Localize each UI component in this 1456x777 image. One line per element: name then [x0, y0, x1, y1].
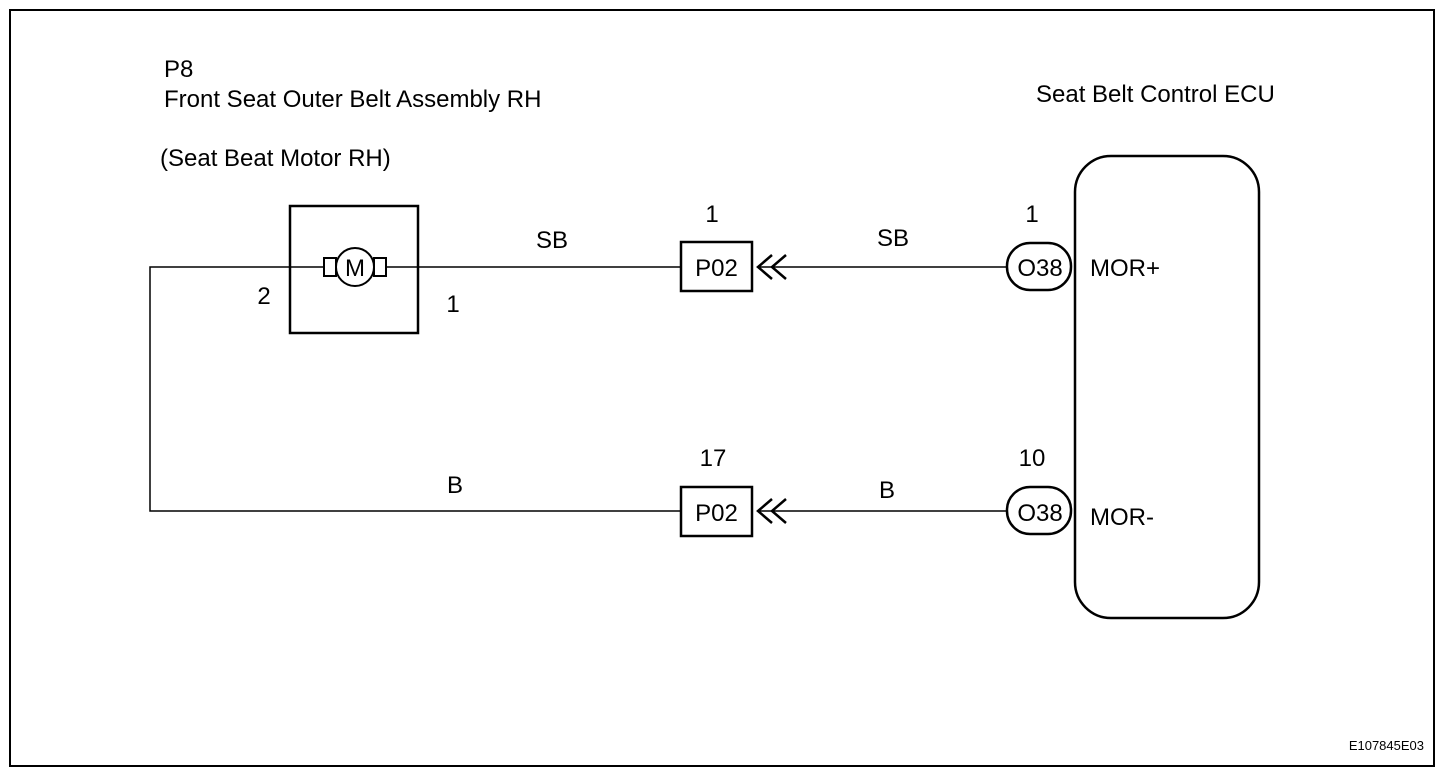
- figure-code: E107845E03: [1349, 738, 1424, 753]
- wire-color-top-right: SB: [877, 225, 909, 252]
- ecu-terminal-top: MOR+: [1090, 255, 1160, 282]
- component-pin-left: 2: [257, 283, 270, 310]
- junction-chevron-top-icon: [756, 254, 787, 280]
- motor-brush-right: [373, 257, 387, 277]
- ecu-connector-bottom: [1005, 485, 1073, 536]
- ecu-connector-top: [1005, 241, 1073, 292]
- component-name: Front Seat Outer Belt Assembly RH: [164, 86, 541, 113]
- wire-color-bottom-right: B: [879, 477, 895, 504]
- motor-icon: [335, 247, 375, 287]
- component-pin-right: 1: [446, 291, 459, 318]
- ecu-body: [1073, 154, 1261, 620]
- junction-pin-top: 1: [705, 201, 718, 228]
- junction-chevron-bottom-icon: [756, 498, 787, 524]
- junction-connector-top: [679, 240, 754, 293]
- wire-b-left: [149, 266, 680, 512]
- motor-brush-left: [323, 257, 337, 277]
- component-id: P8: [164, 56, 193, 83]
- ecu-pin-top: 1: [1025, 201, 1038, 228]
- junction-connector-bottom: [679, 485, 754, 538]
- ecu-pin-bottom: 10: [1019, 445, 1046, 472]
- motor-symbol: M: [323, 247, 387, 287]
- wire-color-bottom-left: B: [447, 472, 463, 499]
- junction-connector-bottom-label: P02: [695, 500, 738, 527]
- diagram-frame: [9, 9, 1435, 767]
- junction-pin-bottom: 17: [700, 445, 727, 472]
- ecu-connector-bottom-label: O38: [1017, 500, 1062, 527]
- ecu-name: Seat Belt Control ECU: [1036, 81, 1275, 108]
- ecu-terminal-bottom: MOR-: [1090, 504, 1154, 531]
- junction-connector-top-label: P02: [695, 255, 738, 282]
- wire-color-top-left: SB: [536, 227, 568, 254]
- motor-label: M: [345, 255, 365, 282]
- component-subname: (Seat Beat Motor RH): [160, 145, 391, 172]
- ecu-connector-top-label: O38: [1017, 255, 1062, 282]
- motor-component-box: [288, 204, 420, 335]
